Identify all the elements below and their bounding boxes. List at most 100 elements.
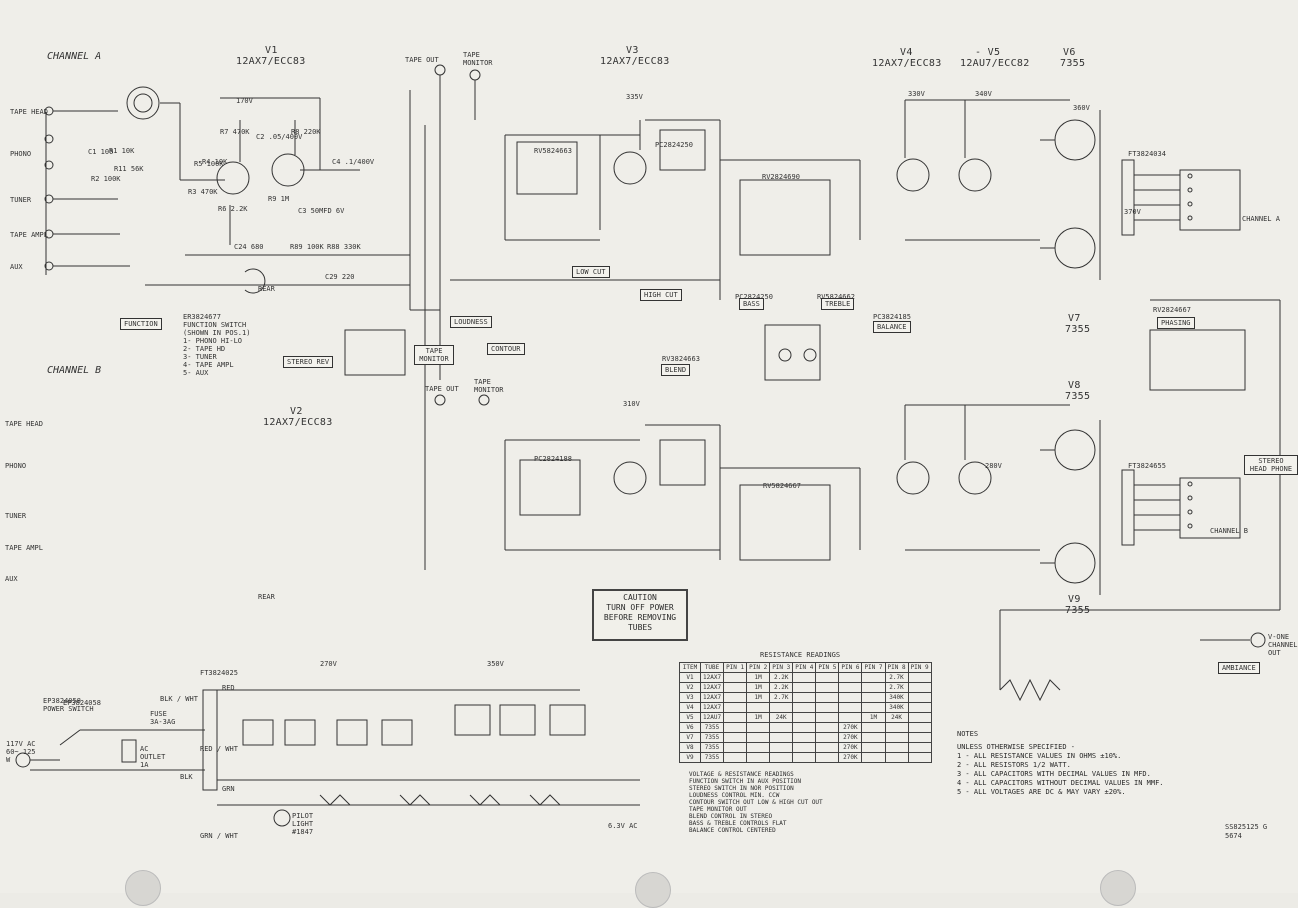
table-cell: 1M	[746, 712, 771, 723]
voltage-label: 360V	[1073, 104, 1090, 112]
channel-b-label: CHANNEL B	[47, 365, 102, 376]
voltage-label: 270V	[320, 660, 337, 668]
caution-line: BEFORE REMOVING	[603, 613, 677, 622]
part-label: R89 100K	[290, 243, 324, 251]
tube-v7-label: V7	[1068, 313, 1081, 324]
input-a-tape-ampl: TAPE AMPL	[10, 231, 48, 239]
input-b-tuner: TUNER	[5, 512, 27, 520]
part-label: RV5824662	[817, 293, 855, 301]
table-cell: 1M	[746, 672, 771, 683]
resistance-table-title: RESISTANCE READINGS	[760, 651, 841, 659]
table-header-cell: PIN 2	[746, 662, 771, 673]
voltage-readings-notes: VOLTAGE & RESISTANCE READINGS FUNCTION S…	[689, 771, 823, 834]
function-switch-label: FUNCTION	[120, 318, 162, 330]
table-header-cell: PIN 1	[723, 662, 748, 673]
table-cell	[815, 722, 840, 733]
input-a-tuner: TUNER	[10, 196, 32, 204]
part-label: PC2824188	[534, 455, 572, 463]
table-header-cell: TUBE	[699, 662, 725, 673]
table-cell: 340K	[884, 702, 909, 713]
input-a-tape-head: TAPE HEAD	[10, 108, 48, 116]
table-cell	[884, 742, 909, 753]
table-header-cell: PIN 8	[884, 662, 909, 673]
table-cell: 270K	[838, 732, 863, 743]
table-cell	[769, 752, 794, 763]
part-label: R8 220K	[291, 128, 321, 136]
table-cell	[815, 672, 840, 683]
table-cell	[723, 672, 748, 683]
table-cell	[746, 732, 771, 743]
tube-v6-label: V6	[1063, 47, 1076, 58]
table-cell	[723, 682, 748, 693]
heater-label: 6.3V AC	[608, 822, 638, 830]
function-note-1: FUNCTION SWITCH	[183, 321, 247, 329]
part-label: PC2824250	[735, 293, 773, 301]
table-cell	[792, 702, 817, 713]
wire-color-label: RED / WHT	[200, 745, 238, 753]
part-label: C1 100	[88, 148, 114, 156]
function-note-6: 4- TAPE AMPL	[183, 361, 234, 369]
table-cell	[769, 742, 794, 753]
table-cell	[746, 742, 771, 753]
tube-v9-label: V9	[1068, 594, 1081, 605]
table-cell	[907, 702, 932, 713]
table-cell	[907, 692, 932, 703]
table-cell	[907, 742, 932, 753]
part-label: R11 56K	[114, 165, 144, 173]
low-cut-label: LOW CUT	[572, 266, 610, 278]
part-label: RV2824690	[762, 173, 800, 181]
table-cell	[838, 692, 863, 703]
table-cell	[907, 732, 932, 743]
table-cell	[746, 752, 771, 763]
function-note-0: ER3824677	[183, 313, 221, 321]
part-label: R2 100K	[91, 175, 121, 183]
part-label: FT3824034	[1128, 150, 1166, 158]
table-cell	[861, 742, 886, 753]
table-cell	[723, 722, 748, 733]
function-note-3: 1- PHONO HI-LO	[183, 337, 243, 345]
table-cell	[769, 732, 794, 743]
part-label: R5 100K	[194, 160, 224, 168]
table-cell	[792, 742, 817, 753]
table-cell: 12AX7	[699, 702, 725, 713]
table-cell	[884, 722, 909, 733]
input-a-phono: PHONO	[10, 150, 32, 158]
notes-line: 1 - ALL RESISTANCE VALUES IN OHMS ±10%.	[957, 752, 1122, 760]
table-cell	[838, 672, 863, 683]
part-label: RV2824667	[1153, 306, 1191, 314]
table-cell: 1M	[861, 712, 886, 723]
table-cell: V3	[679, 692, 701, 703]
input-b-tape-ampl: TAPE AMPL	[5, 544, 43, 552]
table-cell: V1	[679, 672, 701, 683]
drawing-sub-number: 5674	[1225, 832, 1242, 840]
table-cell: V7	[679, 732, 701, 743]
table-cell	[907, 722, 932, 733]
part-label: R7 470K	[220, 128, 250, 136]
table-cell	[815, 752, 840, 763]
rear-b-label: REAR	[258, 593, 275, 601]
pilot-light-label: PILOT LIGHT #1847	[292, 812, 314, 836]
voltage-label: 280V	[985, 462, 1002, 470]
table-cell: 2.7K	[884, 682, 909, 693]
table-cell	[907, 712, 932, 723]
resistance-table: ITEM TUBE PIN 1 PIN 2 PIN 3 PIN 4 PIN 5 …	[679, 662, 932, 763]
table-header-row: ITEM TUBE PIN 1 PIN 2 PIN 3 PIN 4 PIN 5 …	[679, 662, 932, 673]
power-transformer-label: FT3824025	[200, 669, 238, 677]
table-cell	[861, 682, 886, 693]
table-cell	[907, 682, 932, 693]
table-cell	[792, 752, 817, 763]
input-b-tape-head: TAPE HEAD	[5, 420, 43, 428]
table-cell	[861, 672, 886, 683]
ac-outlet-label: AC OUTLET 1A	[140, 745, 166, 769]
table-cell	[907, 752, 932, 763]
rear-a-label: REAR	[258, 285, 275, 293]
input-b-aux: AUX	[5, 575, 18, 583]
table-cell	[884, 752, 909, 763]
caution-box: CAUTION TURN OFF POWER BEFORE REMOVING T…	[592, 589, 688, 641]
wire-color-label: BLK / WHT	[160, 695, 198, 703]
voltage-notes-line: FUNCTION SWITCH IN AUX POSITION	[689, 778, 801, 785]
ambiance-label: AMBIANCE	[1218, 662, 1260, 674]
